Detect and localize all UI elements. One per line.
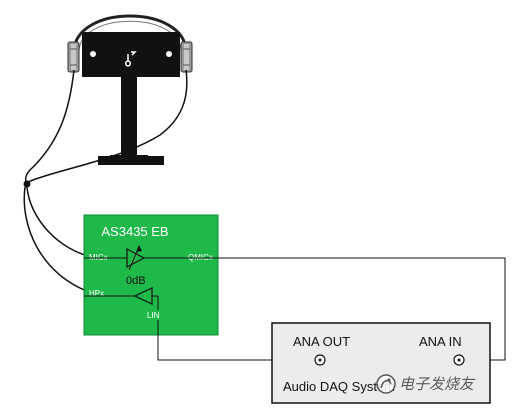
left-ear-marker [90, 51, 96, 57]
ana-out-label: ANA OUT [293, 334, 350, 349]
right-ear-cup [180, 41, 193, 73]
daq-title: Audio DAQ System [283, 379, 395, 394]
eval-board-title: AS3435 EB [101, 224, 168, 239]
head-block [82, 32, 180, 77]
eval-board-body [83, 214, 219, 336]
ana-in-label: ANA IN [419, 334, 462, 349]
left-ear-cup [67, 41, 80, 73]
cable-splitter [23, 180, 31, 188]
pin-label-lin: LIN [147, 311, 160, 320]
stand-neck [121, 77, 137, 161]
headphone-cable [23, 69, 188, 294]
pin-label-hp: HPx [89, 289, 104, 298]
watermark-logo-icon [376, 374, 396, 394]
headphone-headband [72, 14, 188, 53]
head-microphone-mark [125, 51, 137, 67]
watermark: 电子发烧友 [376, 374, 476, 394]
watermark-text: 电子发烧友 [399, 375, 476, 393]
mic-amplifier [126, 248, 146, 268]
head-stand-simulator [67, 14, 193, 165]
eval-board: AS3435 EB MICx QMICx HPx LIN 0dB [83, 214, 219, 336]
stand-base [98, 156, 164, 165]
right-ear-marker [166, 51, 172, 57]
gain-label: 0dB [126, 275, 146, 287]
